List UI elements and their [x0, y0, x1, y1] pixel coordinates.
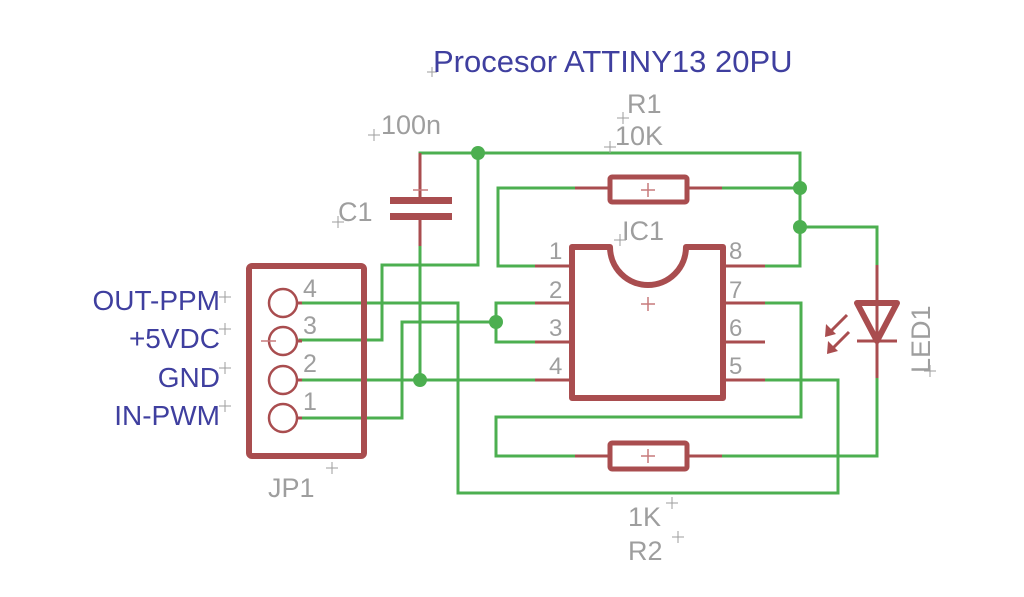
connector-name: JP1 [268, 473, 315, 503]
pad-icon [267, 402, 299, 434]
origin-mark-icon [219, 400, 231, 412]
led-name: LED1 [906, 305, 936, 373]
ic-name: IC1 [622, 216, 664, 246]
led-led1[interactable]: LED1 [825, 265, 936, 378]
connector-pin-4[interactable]: 4 [267, 275, 317, 319]
ic-pin-number: 7 [729, 277, 742, 304]
wire-r1-pin1 [496, 186, 577, 268]
wire-node-pin8 [763, 186, 802, 268]
capacitor-plate [390, 213, 452, 220]
title-group: Procesor ATTINY13 20PU [427, 44, 793, 79]
origin-mark-icon [617, 112, 629, 124]
junctions [413, 146, 807, 387]
connector-pin-3[interactable]: 3 [261, 312, 317, 357]
ic-pin-number: 6 [729, 315, 742, 342]
ic-pin-number: 8 [729, 238, 742, 265]
pin-number: 1 [303, 388, 317, 416]
resistor-value: 1K [628, 502, 661, 532]
capacitor-c1[interactable]: C1 100n [332, 110, 452, 246]
resistor-r1[interactable]: R1 10K [575, 89, 722, 205]
origin-mark-icon [326, 462, 338, 474]
resistor-name: R2 [628, 536, 663, 566]
wire-vcc-top [418, 151, 802, 190]
junction-dot [413, 373, 427, 387]
resistor-value: 10K [615, 121, 663, 151]
origin-mark-icon [641, 183, 655, 197]
ic-pin-number: 2 [549, 277, 562, 304]
origin-mark-icon [368, 129, 380, 141]
origin-mark-icon [666, 497, 678, 509]
resistor-body [607, 440, 690, 472]
connector-pin-2[interactable]: 2 [267, 350, 317, 396]
wire-node-led [798, 225, 879, 267]
wire-in-pwm [298, 320, 498, 420]
junction-dot [489, 315, 503, 329]
pin-number: 3 [303, 312, 317, 340]
net-label-out-ppm: OUT-PPM [92, 285, 220, 316]
origin-mark-icon [614, 234, 626, 246]
pin-number: 2 [303, 350, 317, 378]
wire-out-ppm [298, 301, 840, 495]
resistor-body [607, 174, 690, 205]
wires [298, 151, 879, 495]
origin-mark-icon [219, 291, 231, 303]
resistor-r2[interactable]: 1K R2 [575, 440, 722, 566]
pad-icon [267, 364, 299, 396]
junction-dot [793, 181, 807, 195]
title-origin-icon [427, 67, 437, 77]
origin-mark-icon [641, 297, 655, 311]
ic-body [569, 244, 726, 401]
connector-pin-1[interactable]: 1 [267, 388, 317, 434]
connector-jp1[interactable]: 4 3 2 1 JP1 [246, 263, 367, 503]
capacitor-plate [390, 197, 452, 204]
wire-5v-to-jp1 [298, 151, 480, 342]
ic-attiny13[interactable]: 1 2 3 4 8 7 6 5 IC1 [535, 216, 765, 401]
ic-pin-number: 4 [549, 353, 562, 380]
pad-icon [267, 287, 299, 319]
origin-mark-icon [604, 141, 616, 153]
led-triangle [854, 300, 900, 344]
net-label-in-pwm: IN-PWM [114, 400, 220, 431]
ic-pin-number: 5 [729, 353, 742, 380]
resistor-name: R1 [627, 89, 662, 119]
junction-dot [471, 146, 485, 160]
origin-mark-icon [924, 365, 936, 377]
capacitor-value: 100n [381, 110, 441, 140]
origin-mark-icon [672, 531, 684, 543]
net-labels: OUT-PPM +5VDC GND IN-PWM [92, 285, 231, 431]
origin-mark-icon [219, 323, 231, 335]
origin-mark-icon [219, 362, 231, 374]
junction-dot [793, 220, 807, 234]
net-label-gnd: GND [158, 362, 220, 393]
pin-number: 4 [303, 275, 317, 303]
origin-mark-icon [332, 216, 344, 228]
origin-mark-icon [641, 449, 655, 463]
led-light-arrows-icon [825, 313, 851, 354]
title-text: Procesor ATTINY13 20PU [433, 44, 793, 79]
ic-pin-number: 1 [549, 238, 562, 265]
ic-pin-number: 3 [549, 315, 562, 342]
wire-pin7-r2 [494, 301, 803, 458]
net-label-5vdc: +5VDC [129, 323, 220, 354]
wire-r2-led [720, 376, 879, 458]
